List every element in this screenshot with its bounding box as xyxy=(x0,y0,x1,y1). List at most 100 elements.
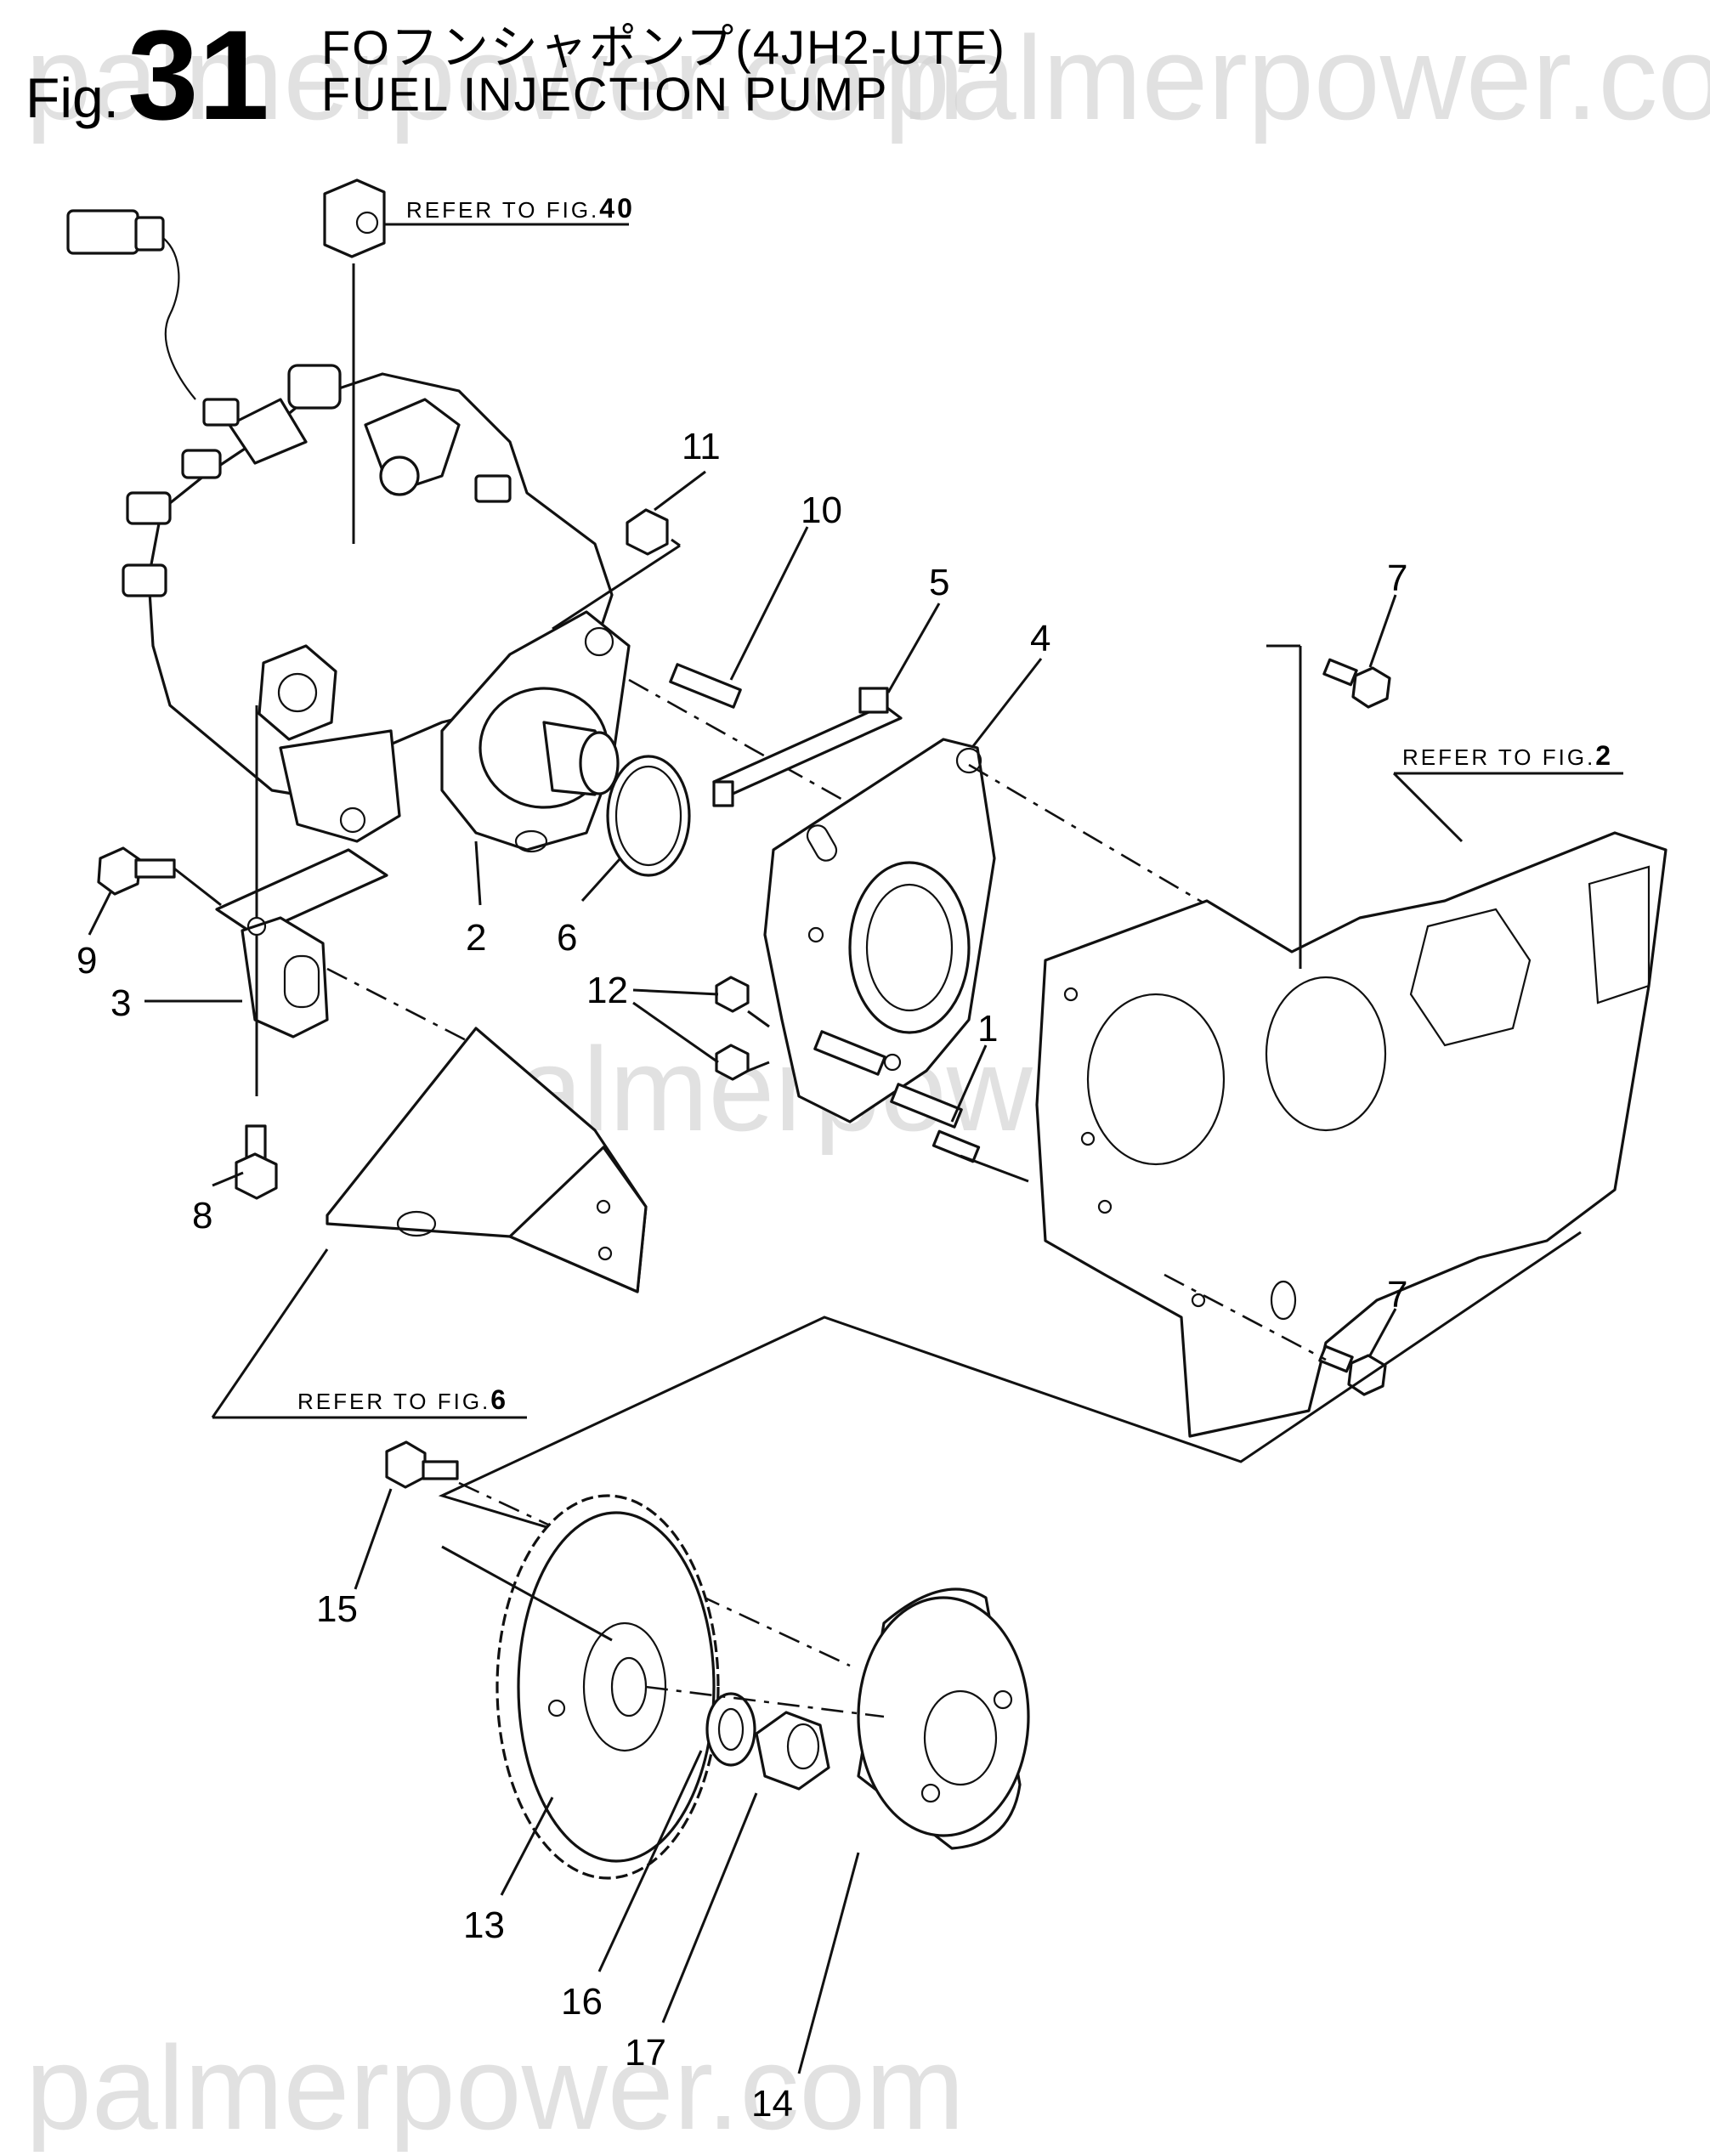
pump-foot xyxy=(279,729,401,843)
refer-fig40-label: REFER TO FIG.40 xyxy=(406,193,635,224)
flange-hole-bottom xyxy=(514,829,548,853)
leader-16 xyxy=(597,1750,703,1972)
fitting-b xyxy=(474,474,512,503)
delivery-valve-3 xyxy=(181,449,222,479)
sensor-connector xyxy=(66,209,139,255)
callout-12: 12 xyxy=(586,970,628,1011)
fig40-part-block xyxy=(323,178,386,258)
bracket-top-plate xyxy=(215,848,388,937)
engine-mount-side xyxy=(508,1146,648,1293)
watermark-bottom: palmerpower.com xyxy=(25,2021,965,2152)
watermark-top-right: palmerpower.com xyxy=(884,11,1710,144)
solenoid-cap xyxy=(287,364,342,410)
plate-5 xyxy=(712,704,903,796)
reference-fig40: REFER TO FIG.40 xyxy=(323,178,635,258)
gear-assembly-boundary xyxy=(438,1231,1582,1548)
side-hex-bore xyxy=(277,672,318,713)
title-english: FUEL INJECTION PUMP xyxy=(321,67,889,121)
gear-case-hole-b xyxy=(1080,1131,1096,1146)
engine-mount-hole-c xyxy=(597,1246,613,1261)
callout-2: 2 xyxy=(466,917,486,959)
stud-1-c xyxy=(931,1129,981,1163)
fig40-block-hole xyxy=(355,211,379,235)
gear-13-hub xyxy=(582,1621,667,1752)
leader-6 xyxy=(580,857,622,903)
callout-13: 13 xyxy=(463,1904,505,1946)
fig2-leader xyxy=(1392,772,1464,843)
bolt-7-upper xyxy=(1322,658,1391,709)
nut-12-lower-tail xyxy=(747,1061,770,1072)
bracket-dash-line xyxy=(326,967,477,1047)
bolt-15-shank xyxy=(422,1460,459,1480)
o-ring-6-inner xyxy=(614,765,682,867)
head-bolt xyxy=(379,456,420,496)
gear-13-rim xyxy=(517,1511,716,1863)
delivery-valve-1 xyxy=(126,491,172,525)
engine-mount-hole-b xyxy=(596,1199,611,1214)
plate-4-seal-bore xyxy=(865,883,954,1012)
engine-mount-reference: REFER TO FIG.6 xyxy=(211,1027,648,1419)
fig-prefix: Fig. xyxy=(25,66,119,129)
leader-11 xyxy=(654,470,706,512)
refer-fig6-label: REFER TO FIG.6 xyxy=(297,1384,508,1415)
plate-4-hole-b xyxy=(883,1053,902,1072)
shaft-end xyxy=(579,731,620,795)
gear-case-reference: REFER TO FIG.2 xyxy=(1035,644,1668,1438)
gear-axis-dash xyxy=(645,1685,885,1718)
bolt-9-leader xyxy=(173,867,222,907)
washer-16-hole xyxy=(717,1707,745,1751)
plate-5-end-b xyxy=(858,687,889,714)
bolt-8-head xyxy=(235,1152,278,1200)
sensor-wire xyxy=(162,237,196,400)
flange-hole-top xyxy=(584,626,614,657)
callout-10: 10 xyxy=(801,489,842,531)
callout-7-upper: 7 xyxy=(1387,557,1407,599)
nut-11-leader-line xyxy=(552,544,681,631)
callout-numbers: 1 2 3 4 5 6 7 7 8 9 10 11 12 13 14 15 16… xyxy=(76,426,1407,2125)
gear-case-hole-a xyxy=(1063,987,1079,1002)
injection-pump-assembly xyxy=(66,209,631,853)
stud-and-seal-group xyxy=(552,508,910,877)
pump-bracket-plate-4 xyxy=(763,738,1259,1123)
plate-4-hole-top xyxy=(955,747,982,774)
bolt-9-shank xyxy=(134,858,176,879)
callout-4: 4 xyxy=(1030,618,1050,659)
callout-leaders xyxy=(88,470,1397,2074)
callout-7-lower: 7 xyxy=(1387,1274,1407,1316)
gear-case-window xyxy=(1409,908,1532,1047)
washer-16 xyxy=(705,1692,756,1767)
bolt-7-upper-head xyxy=(1351,666,1391,709)
drive-gear-group xyxy=(385,1440,1030,1880)
nut-12-upper-tail xyxy=(747,1010,770,1028)
callout-5: 5 xyxy=(929,562,949,603)
nut-12-lower xyxy=(715,1044,750,1081)
leader-15 xyxy=(354,1488,393,1590)
stud-1-extension xyxy=(960,1154,1029,1183)
stud-1-b xyxy=(890,1083,963,1129)
nut-17-bore xyxy=(786,1723,820,1770)
engine-mount-hole xyxy=(396,1210,437,1237)
bolt-9-head xyxy=(97,846,142,896)
fig-number: 31 xyxy=(127,3,269,146)
cover-14-hole-a xyxy=(993,1689,1013,1710)
bolt-7-lower-dash xyxy=(1164,1273,1327,1361)
gear-case-bore-b xyxy=(1265,976,1387,1132)
stud-1-a xyxy=(813,1030,886,1076)
callout-9: 9 xyxy=(76,940,97,982)
callout-3: 3 xyxy=(110,982,131,1024)
plate-5-group xyxy=(712,687,903,807)
o-ring-6 xyxy=(606,755,691,877)
gear-13-hole xyxy=(547,1699,566,1717)
leader-7-upper xyxy=(1368,594,1397,668)
side-hex-fitting xyxy=(258,644,337,741)
stud-10 xyxy=(669,663,742,709)
bolt-15-dash xyxy=(458,1481,851,1667)
nut-17 xyxy=(755,1711,830,1791)
callout-17: 17 xyxy=(625,2032,666,2074)
leader-8 xyxy=(212,1171,244,1187)
title-japanese: FOフンシャポンプ(4JH2-UTE) xyxy=(321,20,1006,74)
leader-17 xyxy=(661,1792,758,2023)
gear-boundary-inner xyxy=(441,1545,613,1642)
gear-case-body xyxy=(1035,831,1668,1438)
